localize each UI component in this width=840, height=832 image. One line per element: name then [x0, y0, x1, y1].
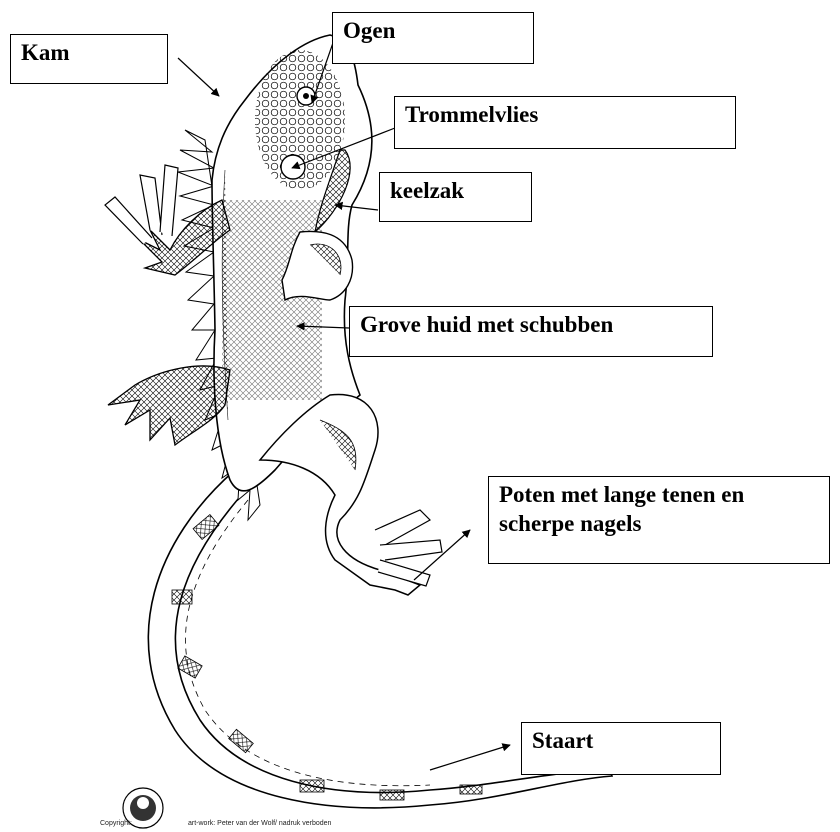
- rear-left-leg: [108, 366, 230, 445]
- label-ogen: Ogen: [332, 12, 534, 64]
- label-ogen-text: Ogen: [343, 18, 395, 43]
- arrow-staart: [430, 745, 510, 770]
- label-trommelvlies-text: Trommelvlies: [405, 102, 538, 127]
- label-poten: Poten met lange tenen en scherpe nagels: [488, 476, 830, 564]
- label-staart: Staart: [521, 722, 721, 775]
- label-staart-text: Staart: [532, 728, 593, 753]
- arrow-kam: [178, 58, 219, 96]
- label-grove-huid-text: Grove huid met schubben: [360, 312, 613, 337]
- copyright-label: Copyright:: [100, 820, 132, 827]
- label-kam: Kam: [10, 34, 168, 84]
- label-grove-huid: Grove huid met schubben: [349, 306, 713, 357]
- label-keelzak-text: keelzak: [390, 178, 464, 203]
- label-kam-text: Kam: [21, 40, 70, 65]
- label-trommelvlies: Trommelvlies: [394, 96, 736, 149]
- label-poten-line1: Poten met lange tenen en: [499, 481, 819, 510]
- label-poten-line2: scherpe nagels: [499, 510, 819, 539]
- artwork-credit: art-work: Peter van der Wolf/ nadruk ver…: [188, 820, 331, 827]
- label-keelzak: keelzak: [379, 172, 532, 222]
